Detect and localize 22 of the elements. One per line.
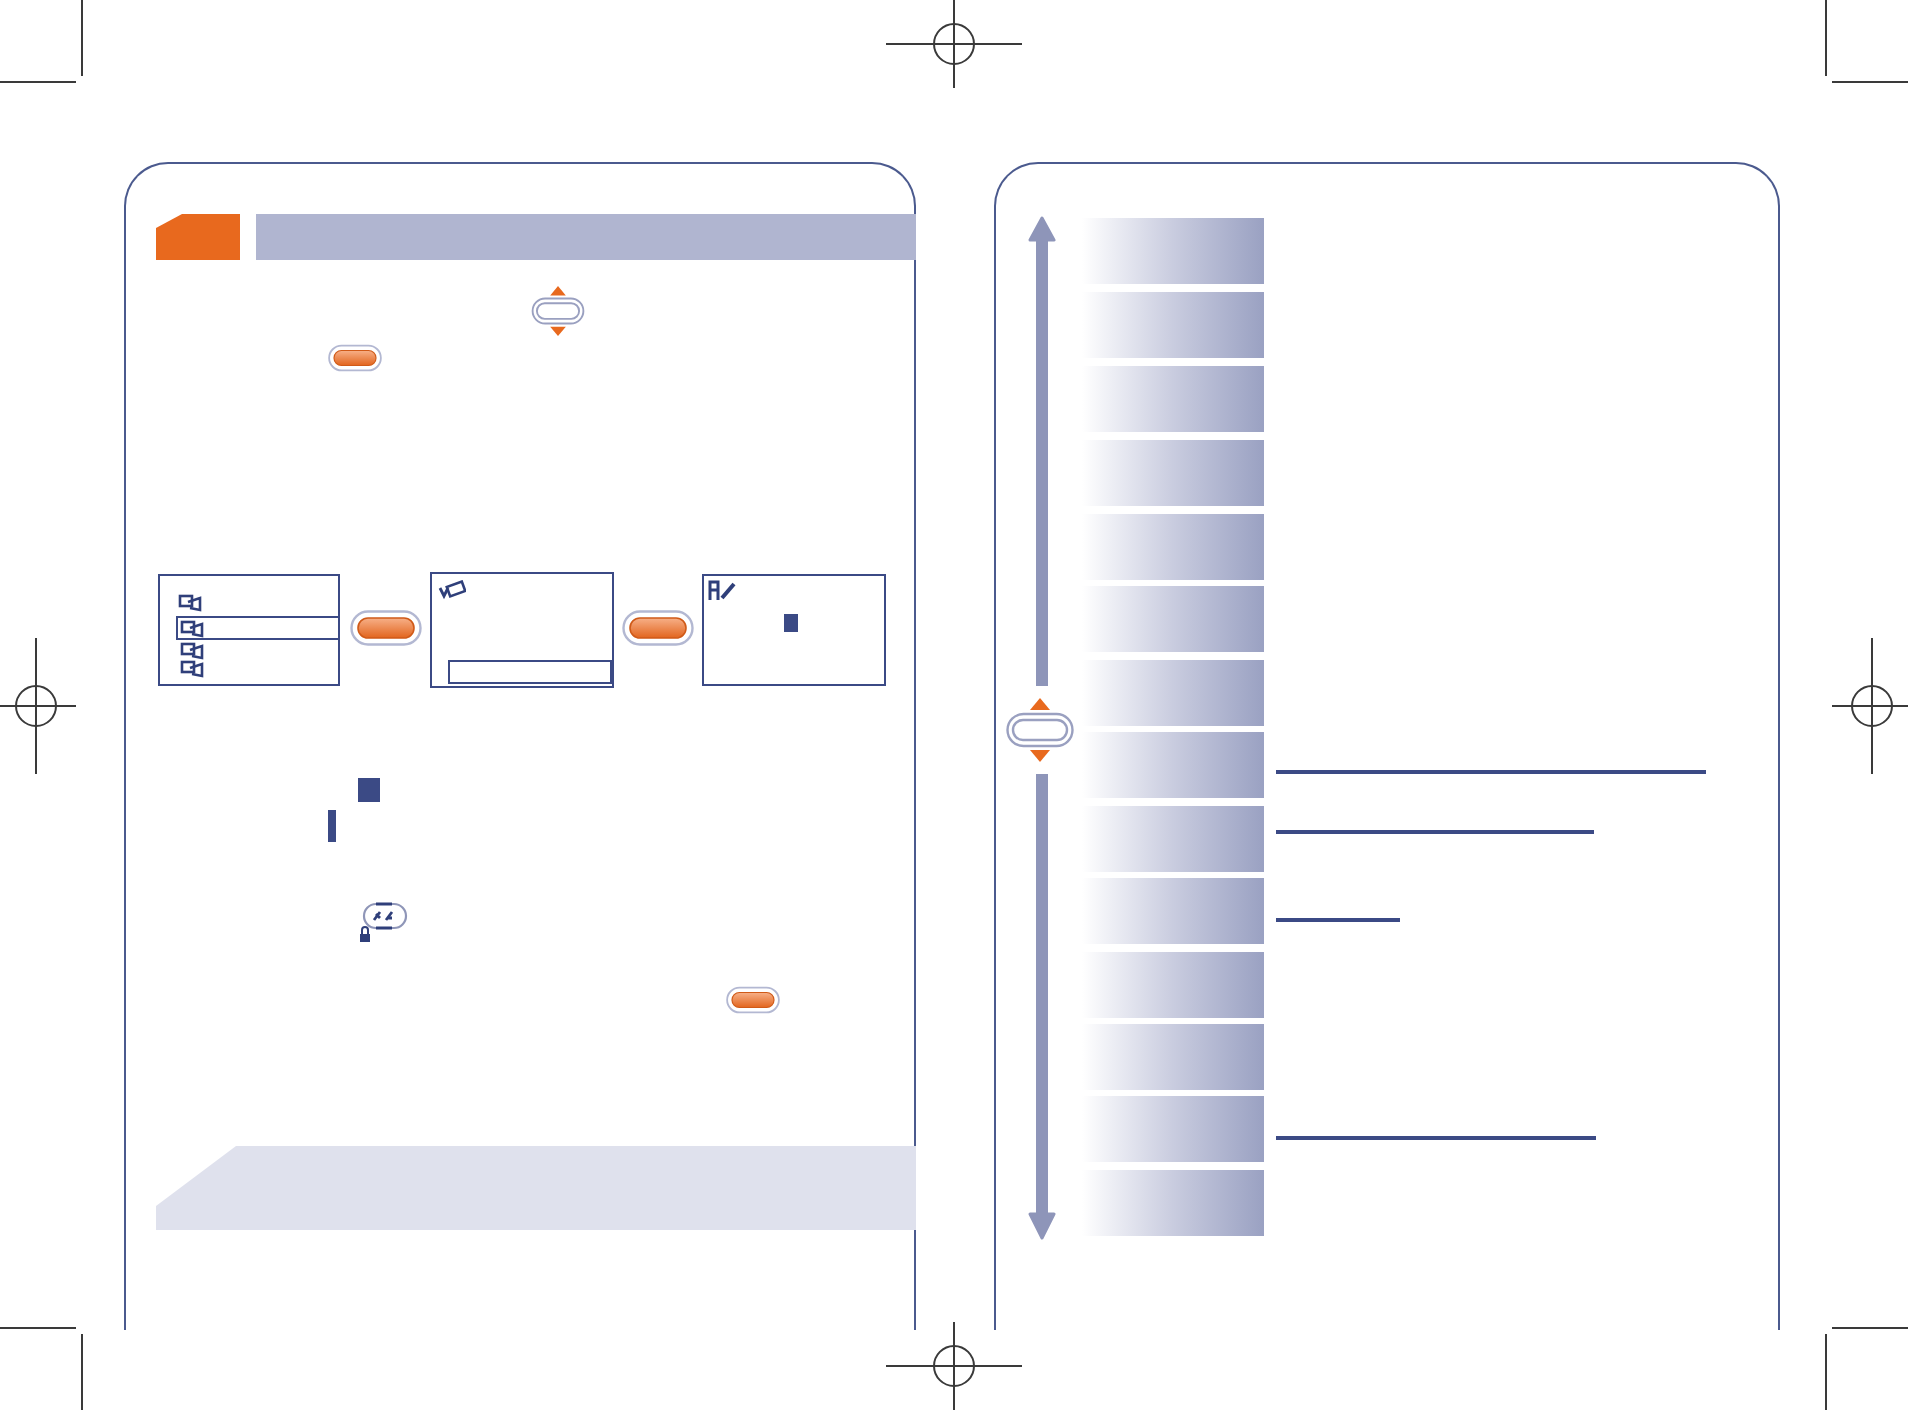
menu-bar [1082, 952, 1264, 1018]
menu-bar [1082, 1170, 1264, 1236]
page-panel [124, 162, 916, 1330]
menu-bar [1082, 1024, 1264, 1090]
menu-bar [1082, 878, 1264, 944]
phone-screen [702, 574, 886, 686]
section-tab [156, 214, 240, 260]
menu-bar [1082, 660, 1264, 726]
menu-bar [1082, 806, 1264, 872]
menu-bar [1082, 732, 1264, 798]
menu-bar [1082, 440, 1264, 506]
note-band [156, 1146, 916, 1230]
phone-screen [430, 572, 614, 688]
menu-bar [1082, 514, 1264, 580]
menu-bar [1082, 586, 1264, 652]
menu-bar [1082, 1096, 1264, 1162]
header-bar [256, 214, 916, 260]
phone-screen [158, 574, 340, 686]
menu-bar [1082, 292, 1264, 358]
menu-bar [1082, 218, 1264, 284]
page-panel [994, 162, 1780, 1330]
menu-bar [1082, 366, 1264, 432]
